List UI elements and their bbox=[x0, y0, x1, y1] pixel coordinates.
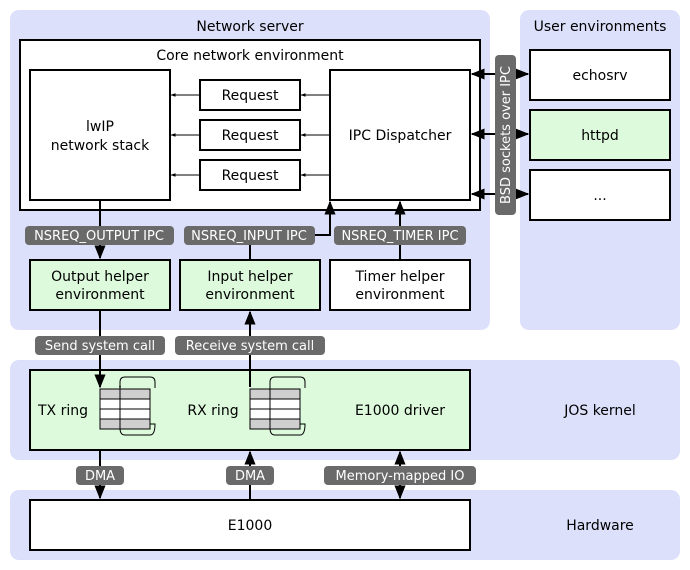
nsreq-input-tag bbox=[184, 226, 315, 245]
mmio-tag bbox=[324, 466, 476, 485]
rx-ring-slot-3 bbox=[249, 408, 301, 420]
timer-helper-line1: Timer helper bbox=[354, 269, 444, 285]
user-env-httpd-box bbox=[529, 109, 671, 161]
send-syscall-tag bbox=[35, 336, 165, 355]
mmio-label: Memory-mapped IO bbox=[336, 469, 465, 484]
request-box-3 bbox=[199, 159, 301, 191]
tx-ring-wrap-head bbox=[119, 386, 121, 389]
tx-ring-wrap-arrow bbox=[119, 376, 156, 436]
timer-helper-line2: environment bbox=[355, 287, 445, 303]
tx-ring-slot-1 bbox=[99, 388, 151, 400]
user-env-httpd-label: httpd bbox=[581, 128, 619, 144]
bsd-sockets-tag bbox=[495, 55, 516, 215]
tx-ring-slot-2 bbox=[99, 398, 151, 410]
jos-kernel-label: JOS kernel bbox=[563, 403, 636, 419]
lwip-label-line1: lwIP bbox=[86, 119, 114, 135]
nsreq-output-tag bbox=[25, 226, 174, 245]
rx-ring-label: RX ring bbox=[187, 403, 238, 419]
user-environments-title: User environments bbox=[534, 19, 667, 35]
ipc-dispatcher-label: IPC Dispatcher bbox=[349, 128, 452, 144]
request-flow-arrows bbox=[170, 93, 330, 177]
tx-ring-slot-4 bbox=[99, 418, 151, 430]
dma-rx-tag bbox=[226, 466, 274, 485]
output-helper-line2: environment bbox=[55, 287, 145, 303]
e1000-device-label: E1000 bbox=[228, 518, 272, 534]
lwip-label-line2: network stack bbox=[51, 138, 150, 154]
ipc-dispatcher-box bbox=[329, 69, 471, 201]
nsreq-input-label: NSREQ_INPUT IPC bbox=[191, 229, 307, 244]
rx-ring-slot-4 bbox=[249, 418, 301, 430]
output-helper-line1: Output helper bbox=[51, 269, 149, 285]
input-helper-line1: Input helper bbox=[207, 269, 293, 285]
tx-ring-buffer bbox=[99, 376, 156, 436]
dma-rx-label: DMA bbox=[235, 469, 265, 484]
tx-ring-slot-3 bbox=[99, 408, 151, 420]
e1000-driver-label: E1000 driver bbox=[355, 403, 445, 419]
hardware-label: Hardware bbox=[566, 518, 634, 534]
rx-ring-slot-2 bbox=[249, 398, 301, 410]
rx-ring-wrap-arrow bbox=[269, 376, 306, 436]
nsreq-timer-tag bbox=[334, 226, 466, 245]
rx-ring-buffer bbox=[249, 376, 306, 436]
receive-syscall-label: Receive system call bbox=[186, 339, 315, 354]
request-box-1 bbox=[199, 79, 301, 111]
network-server-title: Network server bbox=[196, 19, 303, 35]
receive-syscall-tag bbox=[175, 336, 325, 355]
request-label-2: Request bbox=[222, 128, 279, 144]
send-syscall-label: Send system call bbox=[45, 339, 155, 354]
timer-helper-box bbox=[329, 259, 471, 311]
lwip-box bbox=[29, 69, 171, 201]
request-label-1: Request bbox=[222, 88, 279, 104]
nsreq-timer-label: NSREQ_TIMER IPC bbox=[341, 229, 458, 244]
core-network-environment-title: Core network environment bbox=[156, 48, 344, 64]
user-env-more-label: ... bbox=[593, 188, 606, 204]
user-env-echosrv-box bbox=[529, 49, 671, 101]
input-helper-line2: environment bbox=[205, 287, 295, 303]
dma-tx-tag bbox=[76, 466, 124, 485]
request-label-3: Request bbox=[222, 168, 279, 184]
nsreq-output-label: NSREQ_OUTPUT IPC bbox=[34, 229, 164, 244]
bsd-sockets-label: BSD sockets over IPC bbox=[499, 66, 514, 204]
tx-ring-label: TX ring bbox=[37, 403, 88, 419]
user-env-more-box bbox=[529, 169, 671, 221]
rx-ring-slot-1 bbox=[249, 388, 301, 400]
user-env-echosrv-label: echosrv bbox=[572, 68, 627, 84]
dma-tx-label: DMA bbox=[85, 469, 115, 484]
